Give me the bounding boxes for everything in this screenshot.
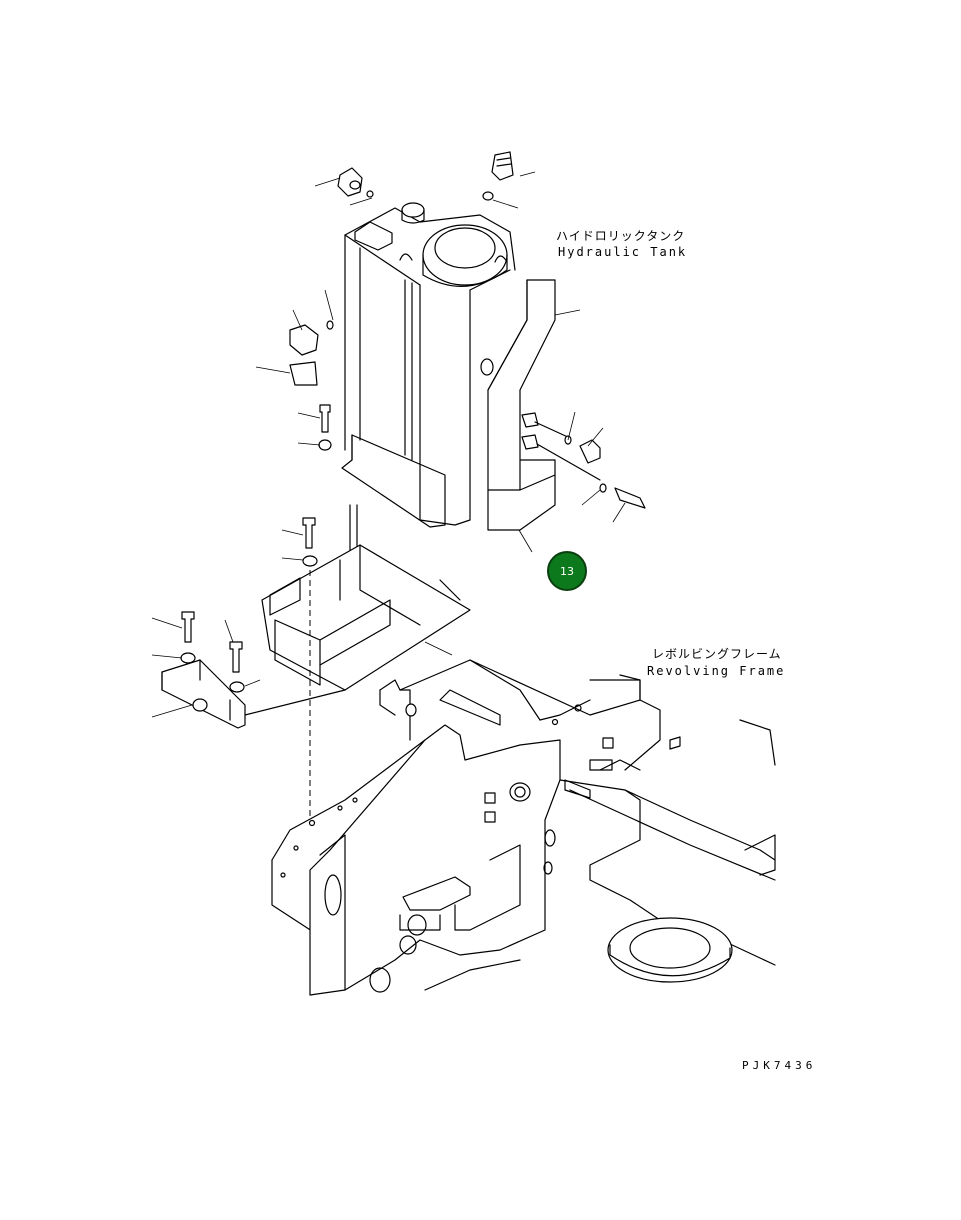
revolving-frame — [271, 659, 776, 996]
part-callout-badge[interactable]: 13 — [547, 551, 587, 591]
drawing-code: PJK7436 — [742, 1059, 817, 1072]
hydraulic-tank-label: Hydraulic Tank — [558, 245, 688, 259]
tank-fittings — [289, 151, 646, 509]
mount-brackets — [161, 517, 471, 729]
tank-guard-panel — [487, 279, 556, 531]
revolving-frame-jp-label: レボルビングフレーム — [652, 647, 782, 661]
hydraulic-tank — [341, 202, 516, 621]
leader-lines — [151, 171, 626, 718]
revolving-frame-label: Revolving Frame — [647, 664, 786, 678]
callout-number: 13 — [560, 564, 574, 578]
hydraulic-tank-jp-label: ハイドロリックタンク — [556, 229, 686, 243]
